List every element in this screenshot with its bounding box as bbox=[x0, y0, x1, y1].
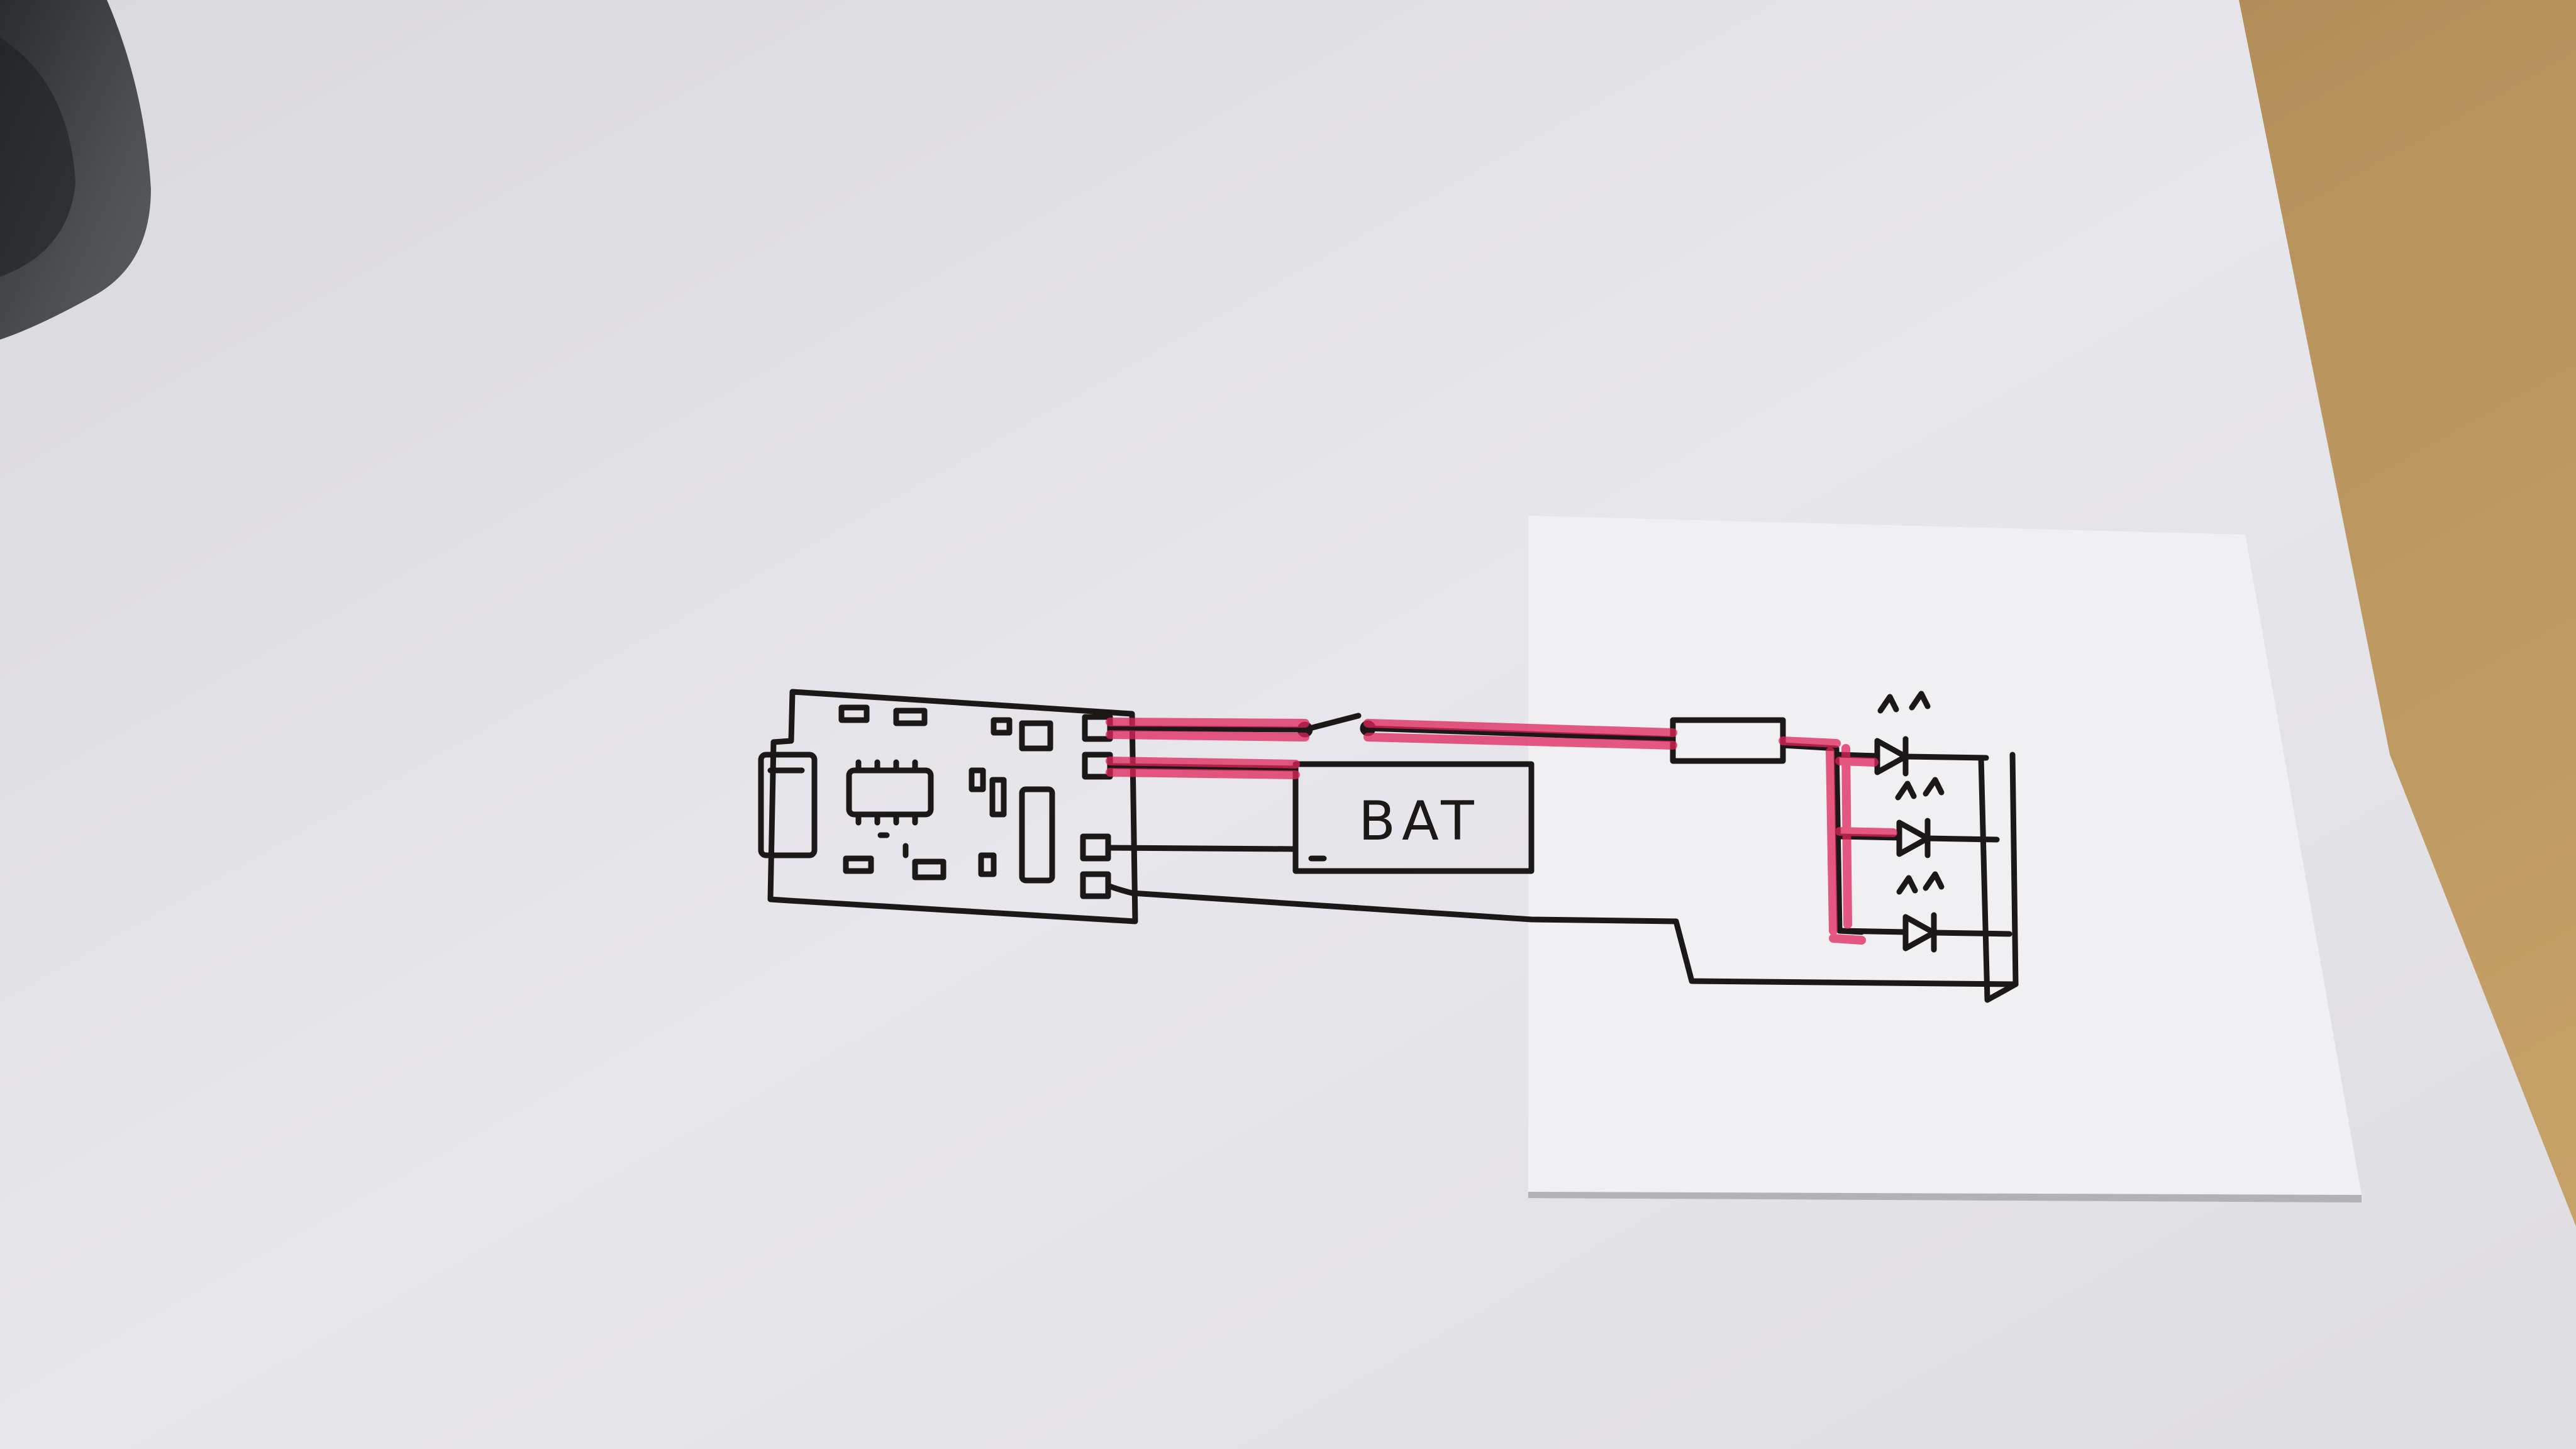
wire-positive bbox=[1365, 725, 1676, 742]
led-ground-rail bbox=[1978, 752, 2019, 1003]
smd-component bbox=[989, 777, 1007, 818]
smd-component bbox=[978, 852, 997, 877]
led-2 bbox=[1836, 777, 2000, 858]
smd-component bbox=[838, 704, 870, 723]
wire-battery-minus bbox=[1105, 845, 1299, 852]
wire-ground bbox=[1105, 882, 2019, 987]
smd-component bbox=[843, 855, 874, 874]
chip bbox=[846, 767, 934, 818]
smd-component bbox=[991, 717, 1013, 736]
battery-label: BAT bbox=[1358, 790, 1480, 853]
smd-component bbox=[893, 708, 928, 726]
charger-board bbox=[767, 689, 1138, 924]
usb-port bbox=[758, 752, 818, 858]
highlight-strokes bbox=[1106, 718, 1897, 945]
switch bbox=[1302, 713, 1362, 733]
smd-component bbox=[969, 767, 986, 792]
tall-component bbox=[1019, 786, 1055, 884]
battery-box bbox=[1292, 761, 1535, 874]
led-3 bbox=[1836, 871, 2012, 953]
wire-positive bbox=[1107, 725, 1308, 733]
overlay-paper bbox=[1528, 516, 2362, 1195]
wire-battery-plus bbox=[1107, 763, 1299, 772]
smd-component bbox=[912, 858, 947, 880]
smd-component bbox=[1019, 720, 1053, 752]
